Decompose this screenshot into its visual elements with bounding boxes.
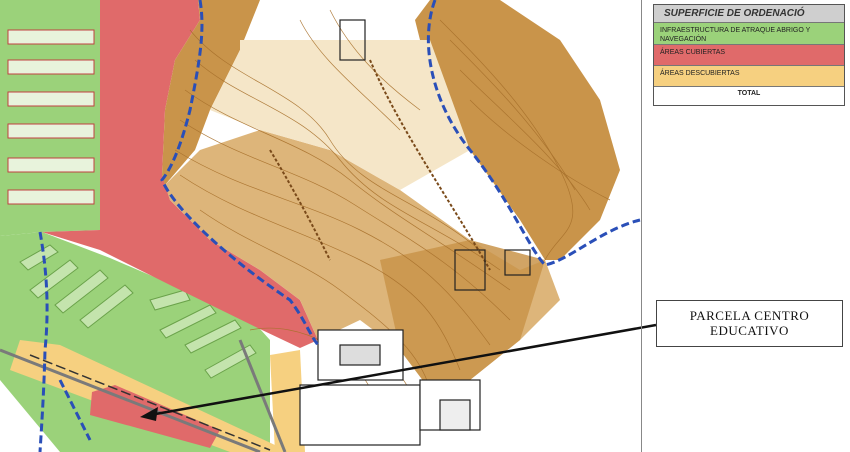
legend-row-areas-cubiertas: ÁREAS CUBIERTAS [654, 45, 844, 66]
callout-line-1: PARCELA CENTRO [689, 308, 810, 323]
frame-divider [641, 0, 642, 452]
green-zone-north [0, 0, 100, 236]
boundary-line [38, 0, 641, 452]
callout-box: PARCELA CENTRO EDUCATIVO [656, 300, 843, 347]
parking-rows-north [7, 29, 95, 205]
yellow-strip-2 [270, 350, 305, 452]
callout-line-2: EDUCATIVO [710, 323, 789, 338]
legend-row-areas-descubiertas: ÁREAS DESCUBIERTAS [654, 66, 844, 87]
red-zone-strip [42, 0, 318, 348]
parking-rows-south [19, 244, 257, 379]
arrow-head [140, 407, 158, 421]
legend-table: SUPERFICIE DE ORDENACIÓ INFRAESTRUCTURA … [653, 4, 845, 106]
pointer-arrow [149, 323, 657, 417]
yellow-strip-1 [10, 340, 290, 452]
legend-row-total: TOTAL [654, 87, 844, 105]
legend-row-infraestructura: INFRAESTRUCTURA DE ATRAQUE ABRIGO Y NAVE… [654, 23, 844, 45]
legend-header: SUPERFICIE DE ORDENACIÓ [654, 5, 844, 23]
